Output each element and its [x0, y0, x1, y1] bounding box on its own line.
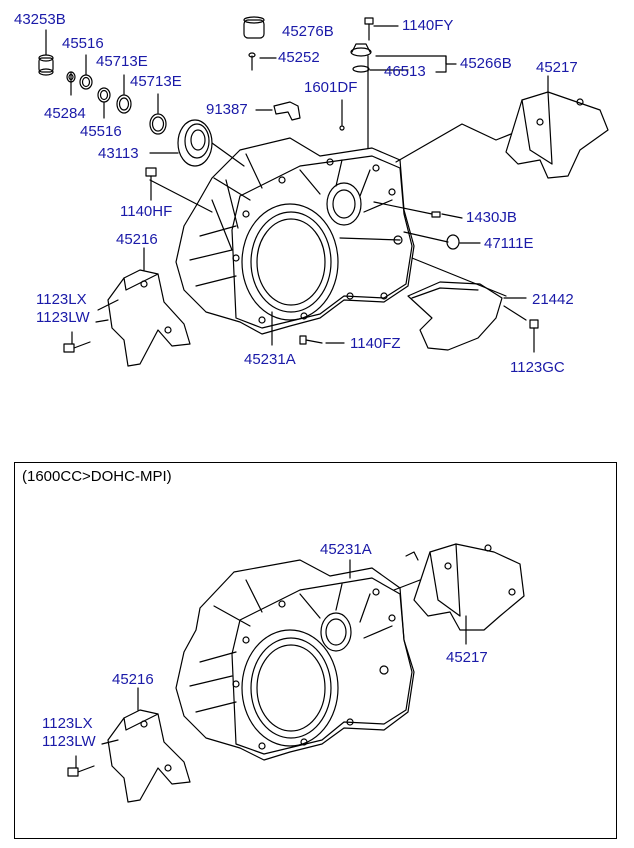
plug-47111e	[446, 234, 460, 250]
label-45284: 45284	[44, 105, 86, 122]
variant-frame	[14, 462, 617, 839]
oil-seal-43113	[177, 119, 213, 167]
variant-bolt-1123lx	[67, 765, 95, 777]
cover-21442	[407, 281, 503, 351]
label-91387: 91387	[206, 101, 248, 118]
label-43113: 43113	[98, 145, 139, 162]
transaxle-housing-45231a	[175, 137, 415, 335]
label-47111e: 47111E	[484, 235, 534, 252]
mount-bracket-45217	[505, 91, 609, 179]
label-45713e-b: 45713E	[130, 73, 182, 90]
label-45516-b: 45516	[80, 123, 122, 140]
bolt-1123gc	[529, 319, 539, 353]
cap-45276b	[243, 16, 265, 39]
ring-45516-b	[97, 87, 111, 103]
variant-housing-45231a	[175, 559, 415, 761]
label-1140fy: 1140FY	[402, 17, 454, 34]
mount-bracket-45216	[107, 269, 191, 367]
variant-mount-bracket-45217	[405, 543, 525, 631]
label-45252: 45252	[278, 49, 320, 66]
pin-1430jb	[431, 211, 441, 218]
bolt-1140fz	[299, 335, 323, 345]
label-46513: 46513	[384, 63, 426, 80]
bolt-1140hf	[145, 167, 157, 201]
label-45266b: 45266B	[460, 55, 512, 72]
variant-label-45217: 45217	[446, 649, 488, 666]
label-1123lx: 1123LX	[36, 291, 87, 308]
label-45516-a: 45516	[62, 35, 104, 52]
label-1140fz: 1140FZ	[350, 335, 401, 352]
breather-45266b	[350, 43, 372, 73]
variant-label-45231a: 45231A	[320, 541, 372, 558]
ring-45516-a	[79, 74, 93, 90]
bracket-91387	[273, 101, 301, 121]
label-45276b: 45276B	[282, 23, 334, 40]
shim-45713e-b	[149, 113, 167, 135]
variant-mount-bracket-45216	[107, 709, 191, 803]
label-45713e-a: 45713E	[96, 53, 148, 70]
label-1140hf: 1140HF	[120, 203, 173, 220]
label-45216: 45216	[116, 231, 158, 248]
label-45217: 45217	[536, 59, 578, 76]
label-1430jb: 1430JB	[466, 209, 517, 226]
variant-title: (1600CC>DOHC-MPI)	[22, 468, 172, 485]
variant-label-1123lx: 1123LX	[42, 715, 93, 732]
bolt-1123lx	[63, 341, 91, 353]
shim-45713e-a	[116, 94, 132, 114]
label-43253b: 43253B	[14, 11, 66, 28]
variant-label-1123lw: 1123LW	[42, 733, 96, 750]
pin-45252	[248, 52, 256, 71]
label-1123lw: 1123LW	[36, 309, 90, 326]
label-45231a: 45231A	[244, 351, 296, 368]
plug-43253b	[38, 54, 54, 76]
variant-label-45216: 45216	[112, 671, 154, 688]
bolt-1140fy	[364, 17, 374, 41]
label-1601df: 1601DF	[304, 79, 358, 96]
label-1123gc: 1123GC	[510, 359, 565, 376]
label-21442: 21442	[532, 291, 574, 308]
